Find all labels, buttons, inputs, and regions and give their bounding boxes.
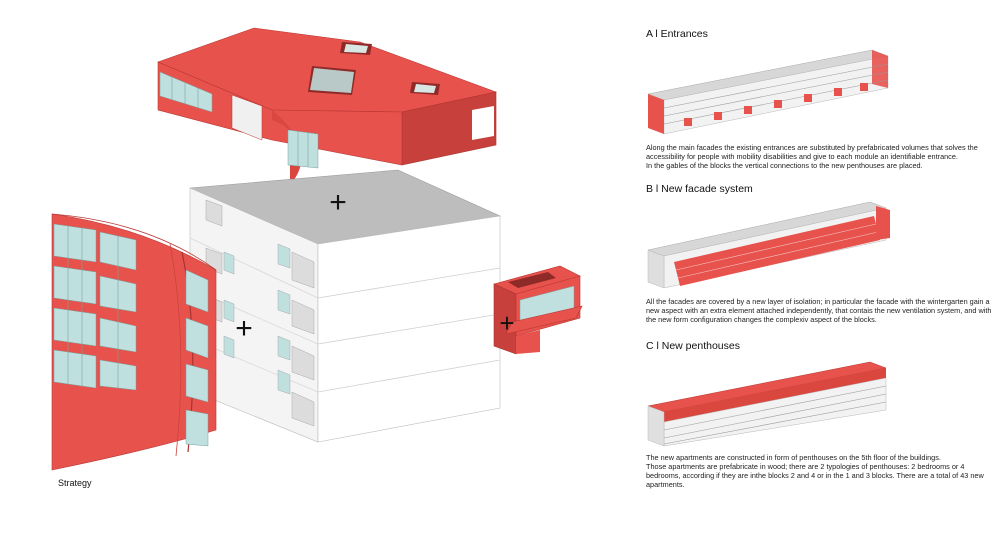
facade-illustration <box>647 201 890 289</box>
section-c-paragraph-2: Those apartments are prefabricate in woo… <box>646 462 984 489</box>
section-a-paragraph-1: Along the main facades the existing entr… <box>646 143 978 161</box>
plus-sign-left: + <box>235 312 253 345</box>
section-a-text: Along the main facades the existing entr… <box>646 143 994 170</box>
section-a-paragraph-2: In the gables of the blocks the vertical… <box>646 161 923 170</box>
section-c-heading: C l New penthouses <box>646 340 740 352</box>
new-facade-module <box>51 213 217 471</box>
section-c-paragraph-1: The new apartments are constructed in fo… <box>646 453 941 462</box>
section-c-text: The new apartments are constructed in fo… <box>646 453 994 489</box>
section-b-text: All the facades are covered by a new lay… <box>646 297 994 324</box>
section-b-heading: B l New facade system <box>646 183 753 195</box>
strategy-caption: Strategy <box>58 478 92 488</box>
penthouse-module <box>157 27 498 185</box>
existing-building: + + <box>189 169 502 443</box>
strategy-diagram: + + <box>51 27 583 471</box>
section-a-heading: A l Entrances <box>646 28 708 40</box>
plus-sign-top: + <box>329 186 347 219</box>
plus-sign-right: + <box>499 308 514 338</box>
entrance-module: + <box>493 265 583 355</box>
penthouses-illustration <box>647 361 887 447</box>
entrances-illustration <box>647 49 889 135</box>
section-b-paragraph-1: All the facades are covered by a new lay… <box>646 297 992 324</box>
